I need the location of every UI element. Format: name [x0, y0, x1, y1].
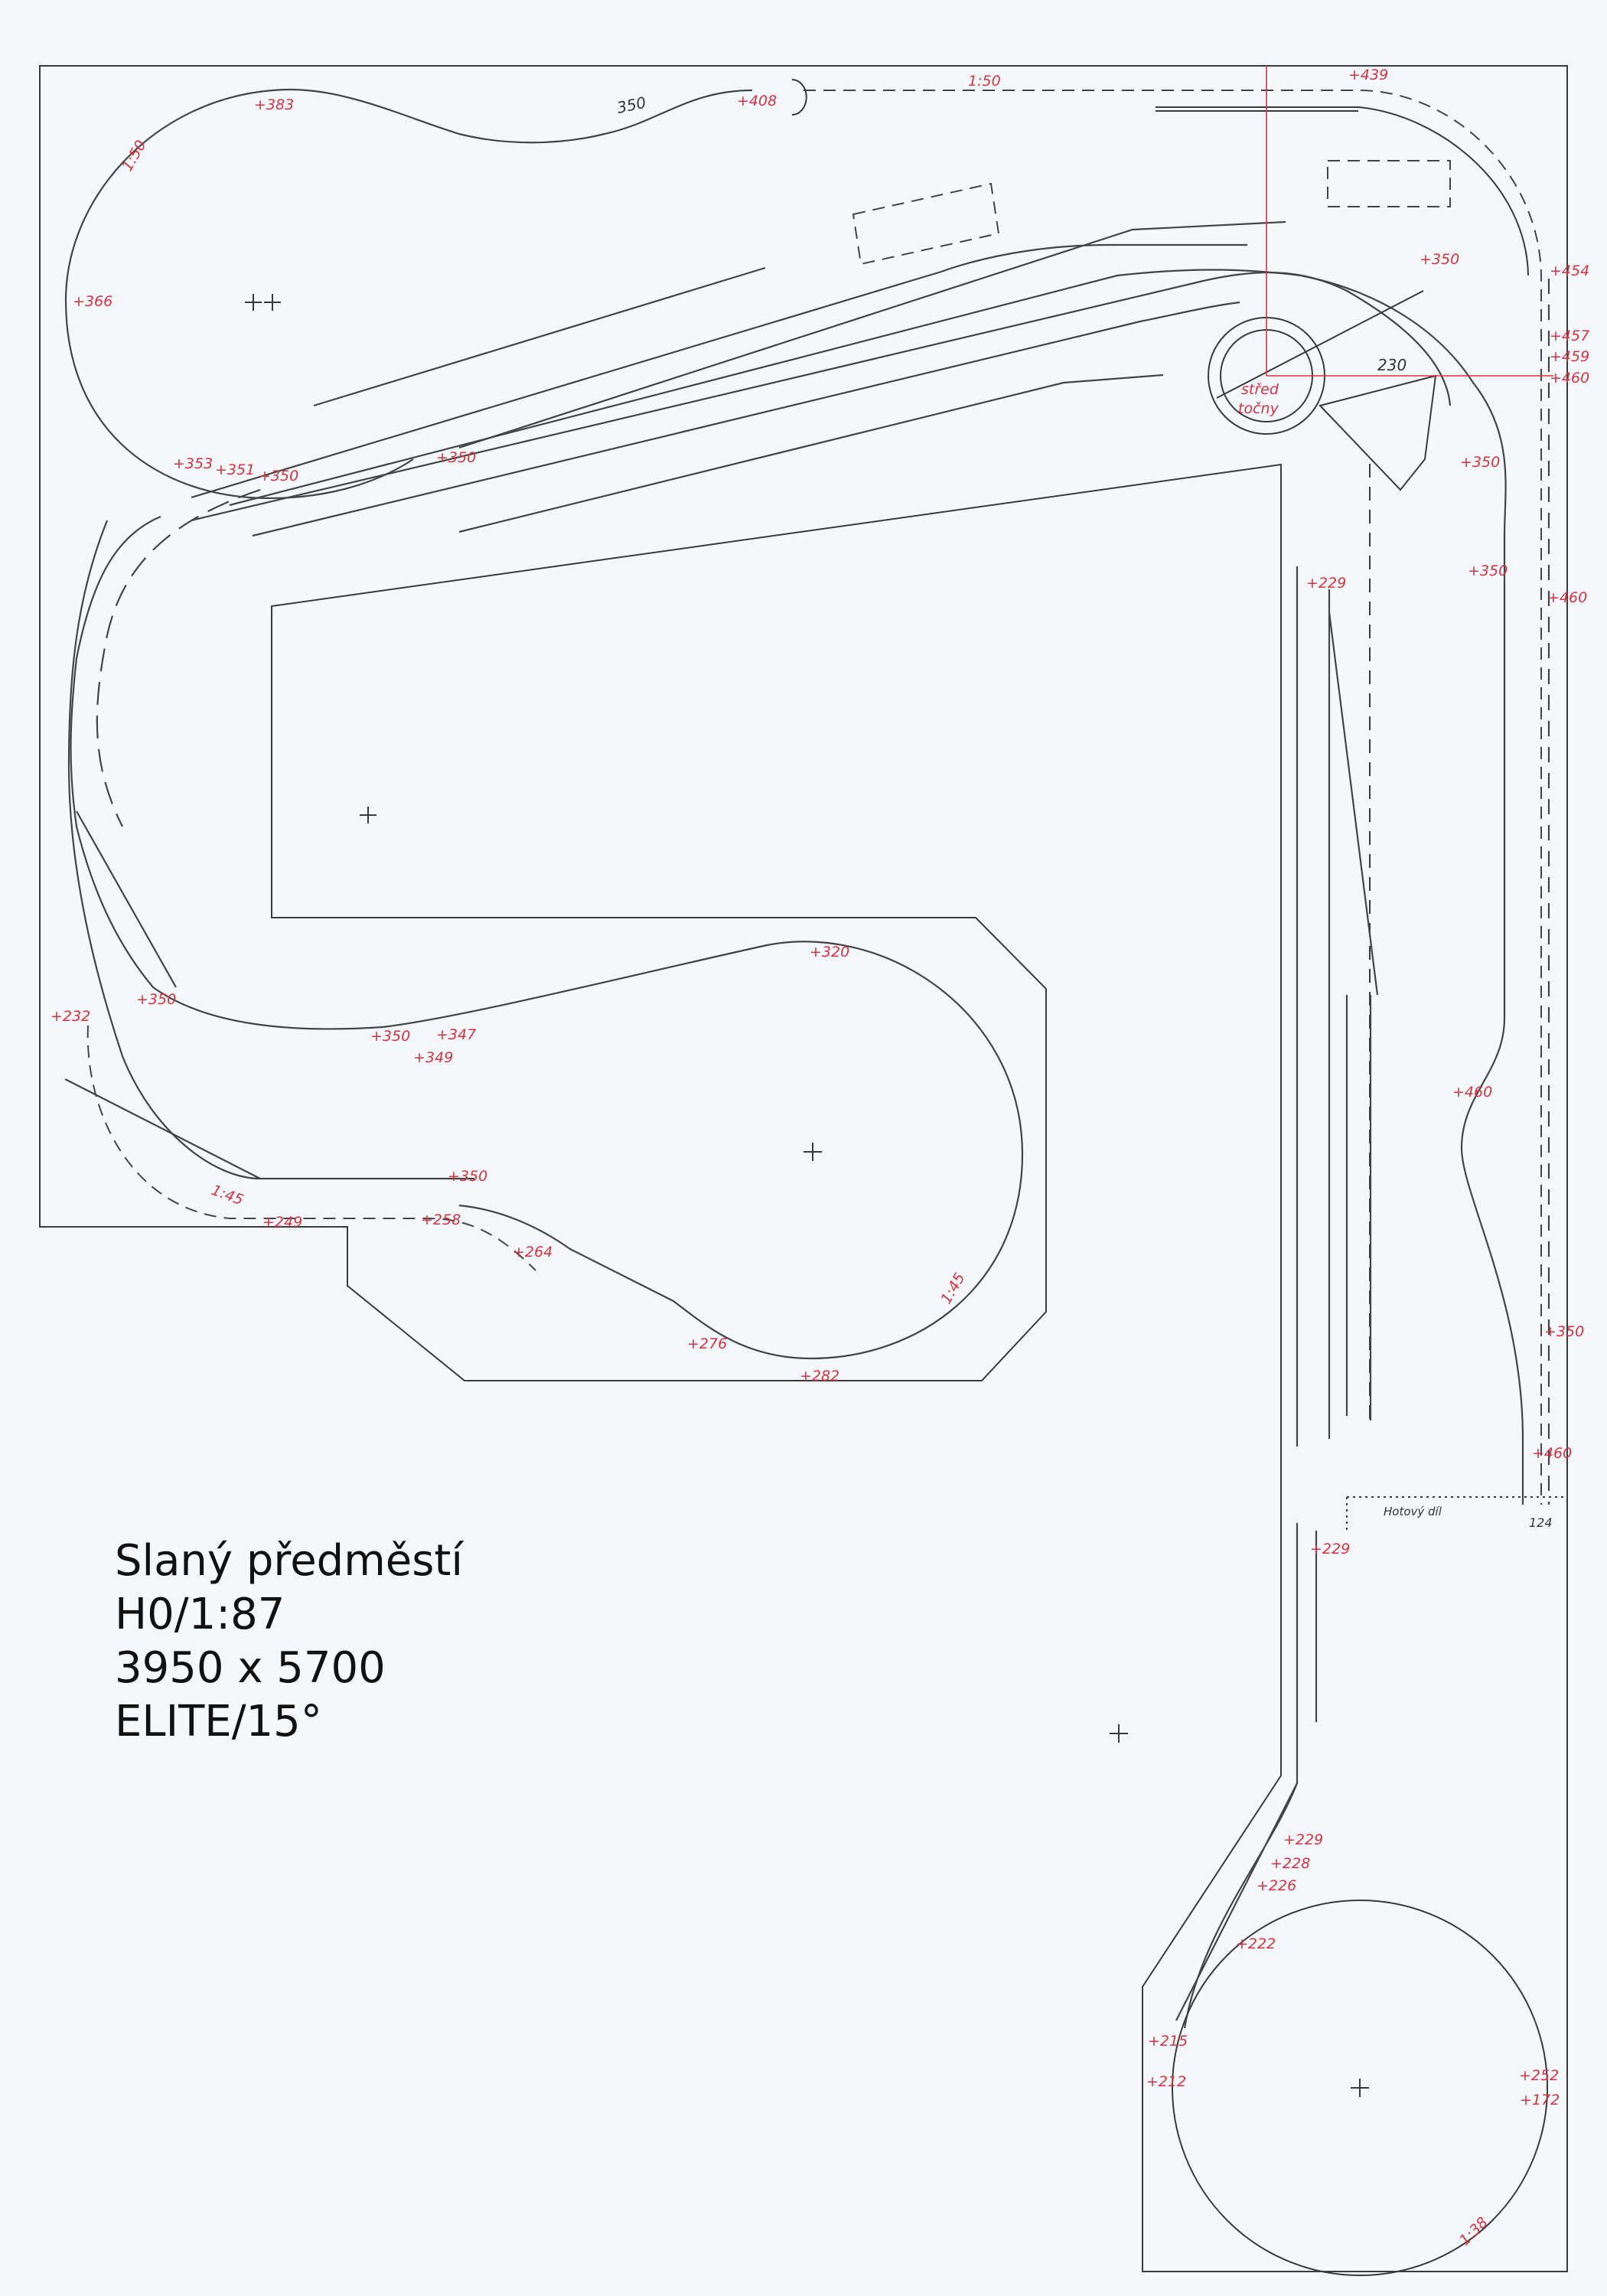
- label-226: +226: [1257, 1877, 1296, 1894]
- label-460-a: +460: [1550, 370, 1589, 386]
- label-350-ne: +350: [1420, 251, 1459, 268]
- label-finished-part: Hotový díl: [1384, 1505, 1442, 1518]
- label-228: +228: [1270, 1855, 1310, 1872]
- layout-name: Slaný předměstí: [115, 1536, 463, 1586]
- label-347: +347: [436, 1026, 476, 1043]
- label-212: +212: [1146, 2073, 1186, 2090]
- label-353: +353: [173, 455, 213, 472]
- label-366: +366: [73, 293, 112, 310]
- label-282: +282: [800, 1368, 839, 1384]
- title-block: Slaný předměstí H0/1:87 3950 x 5700 ELIT…: [115, 1534, 463, 1749]
- label-229-a: +229: [1306, 575, 1346, 592]
- label-264: +264: [513, 1244, 553, 1261]
- label-457: +457: [1550, 328, 1589, 344]
- layout-scale: H0/1:87: [115, 1590, 285, 1639]
- label-249: +249: [262, 1214, 302, 1231]
- label-454: +454: [1550, 263, 1589, 279]
- label-460-c: +460: [1452, 1084, 1492, 1101]
- building-outlines: [852, 160, 1451, 266]
- label-350-sw: +350: [136, 991, 176, 1008]
- label-229-b: +229: [1310, 1541, 1350, 1557]
- label-460-b: +460: [1547, 589, 1587, 606]
- label-grade-top: 1:50: [968, 73, 1001, 90]
- label-383: +383: [254, 96, 294, 113]
- station-tracks: [64, 220, 1550, 2029]
- label-350-w: +350: [259, 468, 298, 484]
- label-grade-145b: 1:45: [937, 1270, 968, 1307]
- label-grade-145a: 1:45: [209, 1182, 246, 1208]
- label-350-e2: +350: [1468, 563, 1508, 579]
- label-turntable-center: střed: [1241, 381, 1279, 398]
- label-350-se: +350: [1544, 1323, 1584, 1340]
- label-349: +349: [413, 1049, 453, 1066]
- label-408: +408: [737, 93, 777, 109]
- label-459: +459: [1550, 348, 1589, 365]
- layout-size: 3950 x 5700: [115, 1643, 386, 1693]
- label-252: +252: [1519, 2067, 1559, 2084]
- turntable: [1208, 66, 1553, 491]
- label-215: +215: [1148, 2033, 1188, 2050]
- label-turntable: točny: [1238, 400, 1279, 417]
- label-439: +439: [1348, 67, 1388, 83]
- label-460-d: +460: [1532, 1445, 1572, 1462]
- label-258: +258: [421, 1212, 461, 1228]
- label-grade-138: 1:38: [1456, 2214, 1491, 2249]
- label-124-length: 124: [1529, 1515, 1553, 1530]
- label-350-b: +350: [370, 1028, 410, 1045]
- label-grade-left: 1:50: [119, 138, 149, 174]
- height-labels: +383 350 +408 1:50 +439 1:50 +366 +350 +…: [51, 67, 1589, 2249]
- upper-loop-track: [64, 79, 1542, 1505]
- label-320: +320: [810, 944, 849, 960]
- label-351: +351: [215, 461, 255, 478]
- label-222: +222: [1236, 1936, 1276, 1952]
- label-350-station: +350: [436, 449, 476, 466]
- label-230-length: 230: [1377, 356, 1407, 374]
- label-232: +232: [51, 1008, 90, 1025]
- label-172: +172: [1520, 2092, 1560, 2108]
- label-350-length: 350: [615, 93, 647, 116]
- label-350-spur: +350: [448, 1168, 487, 1185]
- baseboard-outline: [39, 65, 1568, 2272]
- label-350-e1: +350: [1460, 454, 1500, 471]
- helix-circle: [245, 294, 1548, 2276]
- label-276: +276: [687, 1336, 727, 1352]
- track-system: ELITE/15°: [115, 1697, 322, 1746]
- label-229-c: +229: [1283, 1831, 1323, 1848]
